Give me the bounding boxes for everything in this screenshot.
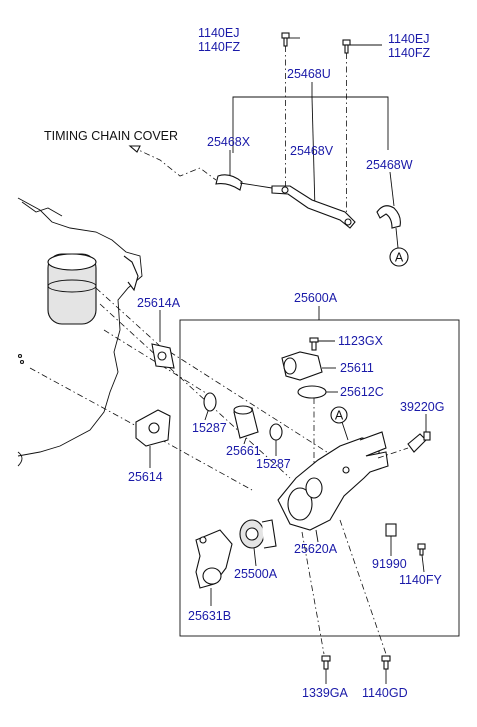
ref-a-top-label: A bbox=[395, 251, 404, 265]
outlet-25631B-icon bbox=[195, 529, 233, 589]
part-label-15287-a: 15287 bbox=[192, 421, 227, 435]
ref-a-housing-icon bbox=[330, 406, 348, 424]
bolt-1140EJ-left-icon bbox=[281, 32, 290, 47]
ref-a-top-icon bbox=[389, 247, 409, 267]
part-label-1140EJ-left: 1140EJ bbox=[198, 26, 239, 40]
part-label-1123GX: 1123GX bbox=[338, 334, 384, 348]
arrow-icon bbox=[128, 145, 141, 153]
part-label-25612C: 25612C bbox=[340, 385, 384, 399]
part-label-15287-b: 15287 bbox=[256, 457, 291, 471]
assembly-box bbox=[179, 319, 460, 637]
part-label-1339GA: 1339GA bbox=[302, 686, 349, 700]
part-label-1140FZ-right: 1140FZ bbox=[388, 46, 431, 60]
sensor-39220G-icon bbox=[407, 431, 431, 453]
o-ring-15287-a-icon bbox=[203, 392, 217, 412]
bolt-1140EJ-right-icon bbox=[342, 39, 351, 54]
bolt-1140FY-icon bbox=[417, 543, 426, 556]
part-label-1140FZ-left: 1140FZ bbox=[198, 40, 241, 54]
pipe-25661-icon bbox=[233, 405, 259, 439]
part-label-25468U: 25468U bbox=[287, 67, 331, 81]
gasket-25612C-icon bbox=[297, 385, 327, 399]
gasket-25614A-icon bbox=[151, 343, 175, 369]
timing-chain-cover-label: TIMING CHAIN COVER bbox=[44, 129, 178, 143]
part-label-25620A: 25620A bbox=[294, 542, 338, 556]
part-label-91990: 91990 bbox=[372, 557, 407, 571]
part-label-39220G: 39220G bbox=[400, 400, 444, 414]
hose-25468W-icon bbox=[376, 205, 401, 229]
pipe-25468V-icon bbox=[271, 185, 356, 229]
bolt-1140GD-icon bbox=[381, 655, 391, 670]
hose-25468X-icon bbox=[215, 174, 273, 191]
part-label-25614: 25614 bbox=[128, 470, 163, 484]
part-label-1140FY: 1140FY bbox=[399, 573, 443, 587]
gasket-25614-icon bbox=[135, 409, 171, 447]
thermostat-25500A-icon bbox=[239, 519, 277, 549]
bolt-1339GA-icon bbox=[321, 655, 331, 670]
part-label-25614A: 25614A bbox=[137, 296, 181, 310]
part-label-25600A: 25600A bbox=[294, 291, 338, 305]
bolt-1123GX-icon bbox=[309, 337, 319, 351]
part-label-25468X: 25468X bbox=[207, 135, 251, 149]
part-label-25631B: 25631B bbox=[188, 609, 231, 623]
part-label-25500A: 25500A bbox=[234, 567, 278, 581]
ref-a-housing-label: A bbox=[335, 409, 344, 423]
part-label-1140GD: 1140GD bbox=[362, 686, 408, 700]
fitting-25611-icon bbox=[281, 351, 323, 381]
thermostat-housing-25620A-icon bbox=[277, 431, 389, 531]
part-label-25661: 25661 bbox=[226, 444, 261, 458]
part-label-25468W: 25468W bbox=[366, 158, 413, 172]
engine-block-icon bbox=[17, 197, 143, 467]
part-label-25468V: 25468V bbox=[290, 144, 334, 158]
o-ring-15287-b-icon bbox=[269, 423, 283, 441]
gasket-91990-icon bbox=[385, 523, 397, 537]
part-label-25611: 25611 bbox=[340, 361, 374, 375]
part-label-1140EJ-right: 1140EJ bbox=[388, 32, 429, 46]
